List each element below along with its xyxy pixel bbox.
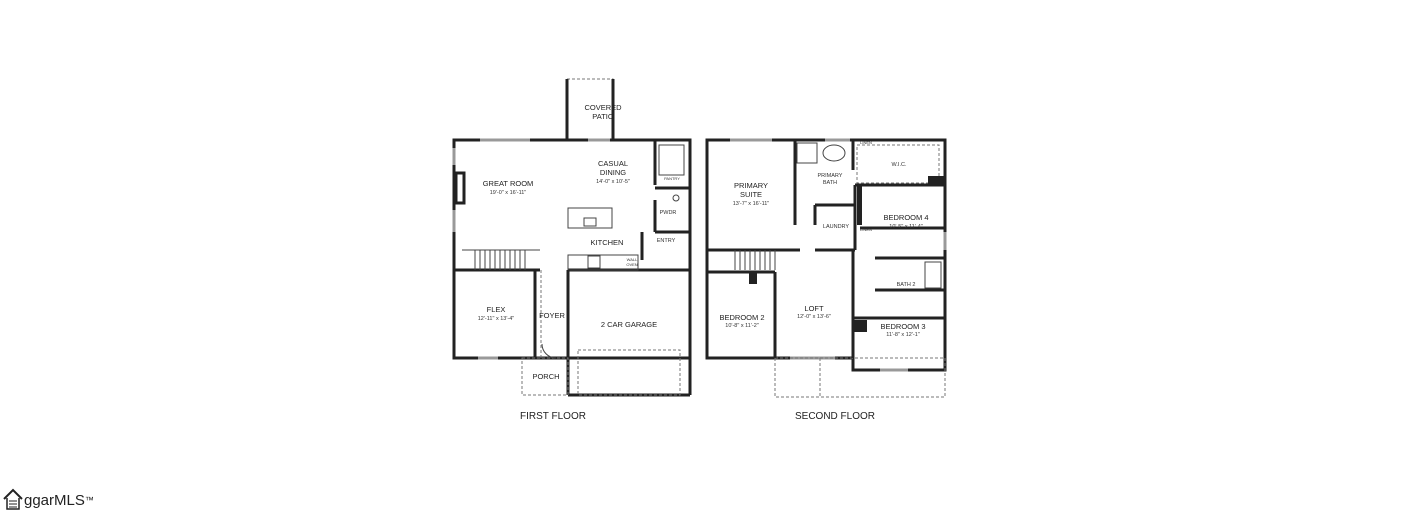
room-label: BEDROOM 4 <box>883 213 928 222</box>
second-floor-outline <box>705 138 947 372</box>
room-label: LINEN <box>860 140 872 145</box>
room-label: CASUAL <box>598 159 628 168</box>
fireplace <box>454 171 466 205</box>
room-dimension: 11'-8" x 12'-1" <box>886 332 919 338</box>
room-label: LOFT <box>804 304 824 313</box>
porch-roof <box>774 357 946 398</box>
room-dimension: 12'-0" x 13'-6" <box>797 314 831 320</box>
room-label: GREAT ROOM <box>483 179 534 188</box>
room-label: BATH <box>823 180 837 186</box>
room-dimension: 10'-8" x 11'-2" <box>725 323 758 329</box>
porch <box>521 357 569 396</box>
room-label: COVERED <box>584 103 622 112</box>
room-label: PWDR <box>660 210 677 216</box>
room-label: BEDROOM 2 <box>719 313 764 322</box>
house-icon <box>3 488 23 510</box>
room-label: ENTRY <box>657 238 676 244</box>
room-label: DINING <box>600 168 626 177</box>
second-floor-plan: PRIMARY SUITE 13'-7" x 16'-11" PRIMARY B… <box>705 138 947 422</box>
room-dimension: 19'-0" x 16'-11" <box>490 190 527 196</box>
kitchen-island <box>567 207 613 229</box>
first-floor-caption: FIRST FLOOR <box>520 411 586 422</box>
room-label: FOYER <box>539 311 565 320</box>
room-label: BATH 2 <box>897 282 916 288</box>
room-label: PANTRY <box>664 176 680 181</box>
room-label: OVEN <box>626 262 637 267</box>
room-label: SUITE <box>740 190 762 199</box>
room-label: PRIMARY <box>818 173 843 179</box>
room-label: LAUNDRY <box>823 224 850 230</box>
room-label: LINEN <box>860 227 872 232</box>
room-label: W.I.C. <box>892 162 907 168</box>
second-floor-caption: SECOND FLOOR <box>795 411 875 422</box>
room-dimension: 13'-7" x 16'-11" <box>733 201 770 207</box>
room-label: WALL <box>627 257 639 262</box>
room-label: PORCH <box>532 372 559 381</box>
room-dimension: 14'-0" x 10'-5" <box>596 179 630 185</box>
room-label: PATIO <box>592 112 614 121</box>
first-floor-outline <box>452 138 692 360</box>
watermark-text: ggarMLS <box>24 491 85 509</box>
room-label: KITCHEN <box>591 238 624 247</box>
trademark: ™ <box>84 495 94 505</box>
garage-door <box>577 349 681 396</box>
room-dimension: 10'-5" x 11'-4" <box>889 224 922 230</box>
room-label: FLEX <box>487 305 506 314</box>
room-label: 2 CAR GARAGE <box>601 320 657 329</box>
first-floor-plan: COVERED PATIO GREAT ROOM 19'-0" x 16'-11… <box>452 78 692 422</box>
room-label: PRIMARY <box>734 181 768 190</box>
room-dimension: 12'-11" x 13'-4" <box>478 316 515 322</box>
room-label: BEDROOM 3 <box>880 322 925 331</box>
